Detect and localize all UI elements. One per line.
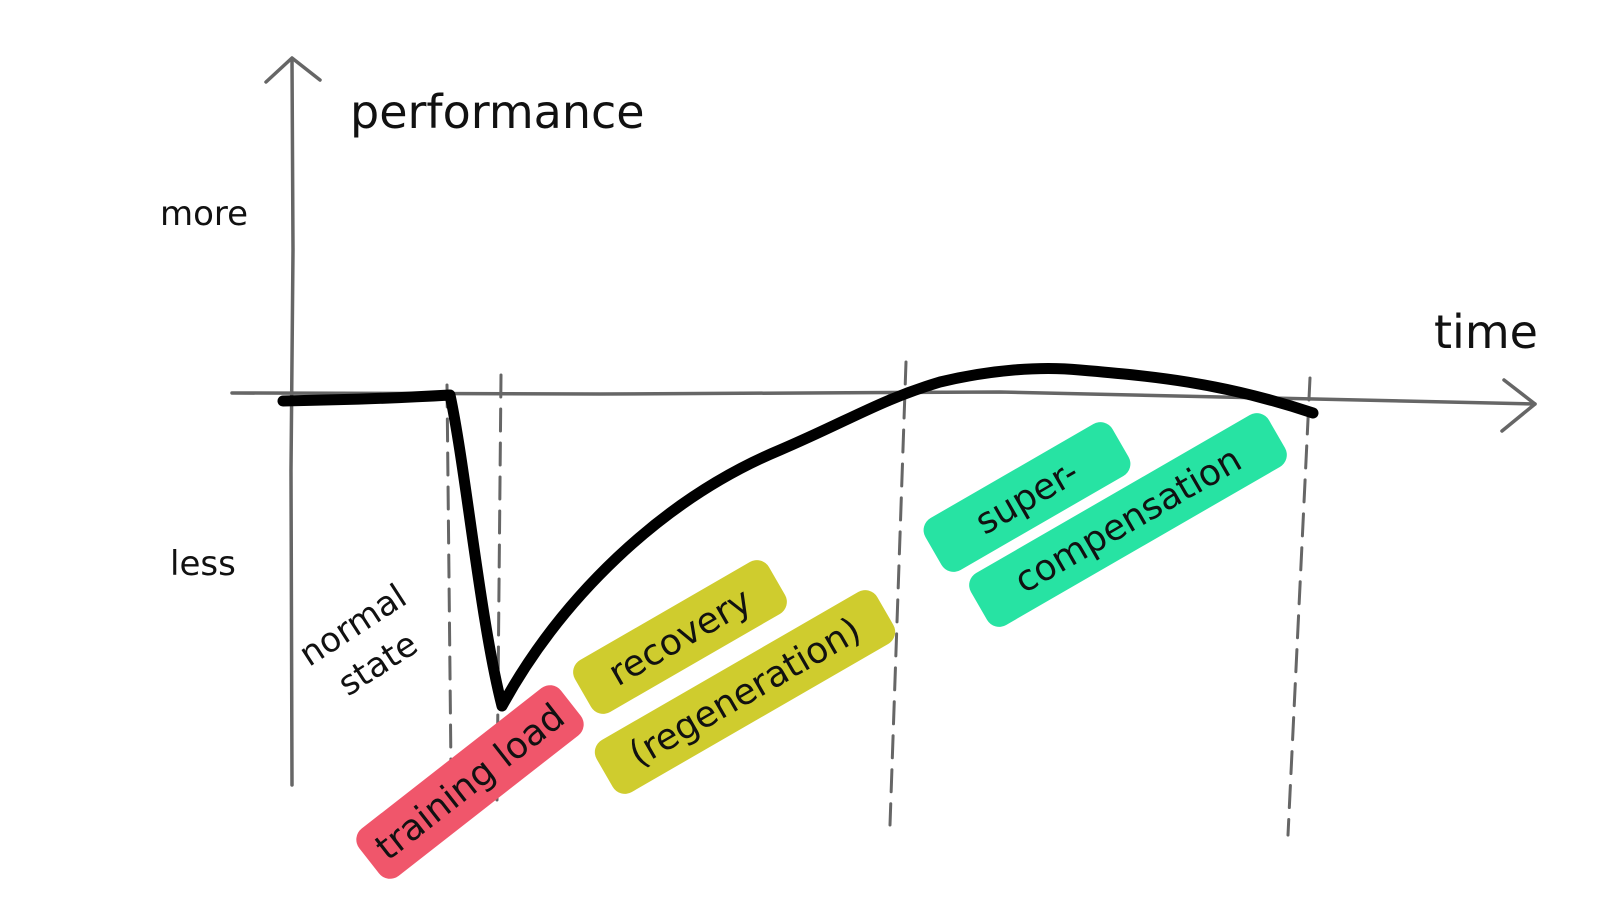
- y-high-label: more: [160, 194, 248, 234]
- divider-supercompensation-start: [888, 360, 908, 827]
- y-low-label: less: [170, 544, 236, 584]
- divider-supercompensation-end: [1286, 376, 1312, 837]
- performance-curve: [277, 363, 1319, 712]
- tag-compensation-badge: [969, 413, 1287, 627]
- tag-training: training load: [356, 685, 584, 879]
- tag-recovery-badge: [573, 560, 787, 714]
- tag-training-label: training load: [368, 696, 573, 869]
- tag-regeneration-badge: [594, 590, 896, 794]
- normal-state-label: normal state: [292, 576, 425, 704]
- y-axis: [264, 56, 322, 787]
- x-axis-title: time: [1434, 305, 1538, 359]
- tag-training-badge: [356, 685, 584, 879]
- y-axis-title: performance: [350, 85, 645, 139]
- tag-super-badge: [923, 422, 1131, 572]
- divider-training-start: [445, 383, 453, 772]
